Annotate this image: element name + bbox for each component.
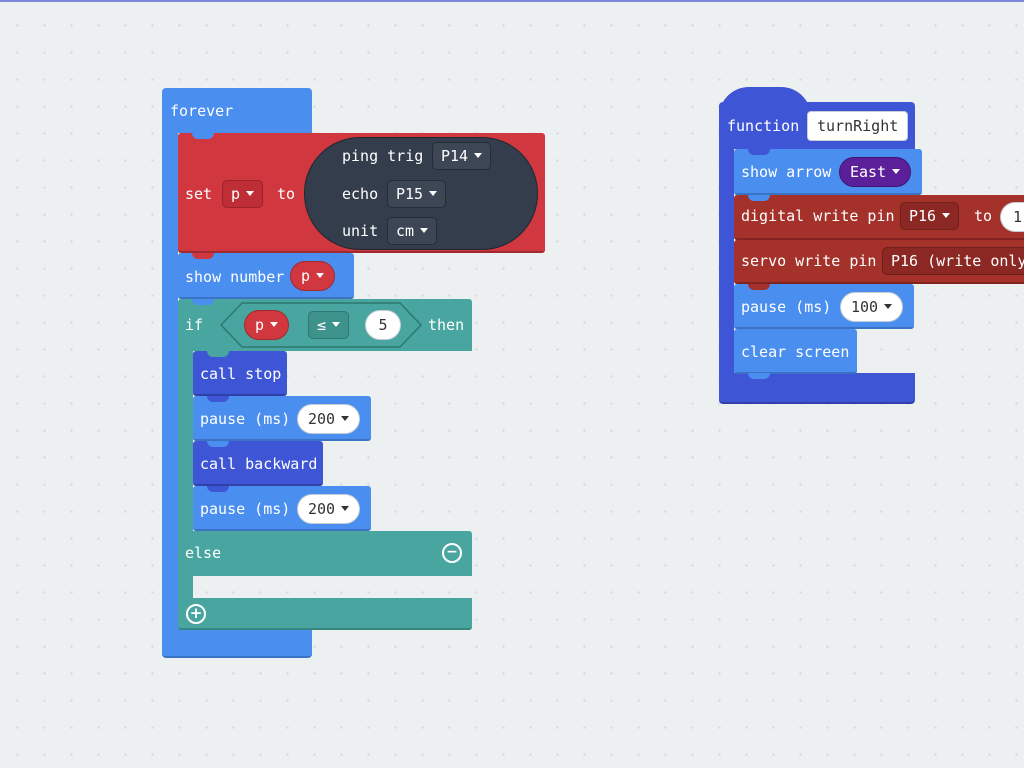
pause-1-notch xyxy=(207,396,229,402)
servo-pin-dropdown[interactable]: P16 (write only) xyxy=(882,247,1024,275)
call-stop-label: call stop xyxy=(200,365,282,383)
chevron-down-icon xyxy=(420,228,429,233)
else-section[interactable] xyxy=(178,531,472,576)
forever-label: forever xyxy=(170,102,234,120)
call-backward-label: call backward xyxy=(200,455,318,473)
to-label: to xyxy=(277,185,296,203)
show-arrow-notch xyxy=(748,149,770,155)
operator-value: ≤ xyxy=(317,316,327,334)
function-hat-cap xyxy=(719,87,811,117)
pause-2-notch xyxy=(207,486,229,492)
echo-pin-dropdown[interactable]: P15 xyxy=(387,180,447,208)
if-arm xyxy=(178,351,193,531)
clear-screen-block[interactable] xyxy=(734,329,857,374)
variable-name: p xyxy=(231,185,241,203)
unit-label: unit xyxy=(342,222,379,240)
chevron-down-icon xyxy=(270,322,279,327)
function-label: function xyxy=(727,117,800,135)
number-value: 5 xyxy=(378,316,388,334)
pause-2-value-dropdown[interactable]: 200 xyxy=(297,494,361,524)
digital-pin-value: P16 xyxy=(909,207,937,225)
chevron-down-icon xyxy=(341,506,350,511)
pause-1-value-dropdown[interactable]: 200 xyxy=(297,404,361,434)
arrow-direction-value: East xyxy=(850,163,887,181)
chevron-down-icon xyxy=(429,191,438,196)
number-value: 200 xyxy=(308,410,336,428)
number-value: 100 xyxy=(851,298,879,316)
digital-to-label: to xyxy=(974,207,993,225)
show-number-notch xyxy=(192,253,214,259)
call-backward-block[interactable] xyxy=(193,441,323,486)
digital-pin-dropdown[interactable]: P16 xyxy=(900,202,960,230)
remove-else-icon[interactable]: − xyxy=(442,543,462,563)
condition-right-operand[interactable]: 5 xyxy=(365,310,401,340)
call-backward-notch xyxy=(207,441,229,447)
variable-name: p xyxy=(301,267,311,285)
if-label: if xyxy=(185,316,204,334)
echo-label: echo xyxy=(342,185,379,203)
forever-bottom xyxy=(162,626,312,658)
trig-pin-dropdown[interactable]: P14 xyxy=(432,142,492,170)
function-bottom xyxy=(719,373,915,404)
if-block-bottom xyxy=(178,598,472,630)
function-name-value: turnRight xyxy=(817,117,899,135)
workspace-top-border xyxy=(0,0,1024,2)
digital-value-field[interactable]: 1 xyxy=(1000,202,1024,232)
else-empty-slot xyxy=(193,576,233,584)
servo-write-label: servo write pin xyxy=(741,252,877,270)
unit-value: cm xyxy=(396,222,415,240)
condition-left-operand[interactable]: p xyxy=(244,310,290,340)
chevron-down-icon xyxy=(942,213,951,218)
operator-dropdown[interactable]: ≤ xyxy=(308,311,350,339)
pause-3-value-dropdown[interactable]: 100 xyxy=(840,292,904,322)
else-arm xyxy=(178,576,193,600)
add-else-if-icon[interactable]: + xyxy=(186,604,206,624)
chevron-down-icon xyxy=(246,191,255,196)
echo-pin-value: P15 xyxy=(396,185,424,203)
chevron-down-icon xyxy=(892,169,901,174)
arrow-direction-dropdown[interactable]: East xyxy=(839,157,912,187)
set-label: set xyxy=(185,185,213,203)
pause-3-label: pause (ms) xyxy=(741,298,832,316)
digital-write-block[interactable] xyxy=(734,195,1024,240)
chevron-down-icon xyxy=(316,273,325,278)
show-arrow-label: show arrow xyxy=(741,163,832,181)
unit-dropdown[interactable]: cm xyxy=(387,217,438,245)
call-stop-block[interactable] xyxy=(193,351,287,396)
then-label: then xyxy=(428,316,465,334)
function-arm xyxy=(719,149,734,379)
set-block-notch xyxy=(192,133,214,139)
number-value: 200 xyxy=(308,500,336,518)
number-value: 1 xyxy=(1013,208,1023,226)
pause-3-notch xyxy=(748,284,770,290)
forever-arm xyxy=(162,130,178,630)
pause-2-label: pause (ms) xyxy=(200,500,291,518)
variable-dropdown-p[interactable]: p xyxy=(222,180,264,208)
pause-1-label: pause (ms) xyxy=(200,410,291,428)
chevron-down-icon xyxy=(341,416,350,421)
show-number-label: show number xyxy=(185,268,285,286)
trig-pin-value: P14 xyxy=(441,147,469,165)
forever-block[interactable] xyxy=(162,88,312,133)
variable-reporter-p[interactable]: p xyxy=(290,261,336,291)
servo-write-notch xyxy=(748,240,770,246)
clear-screen-label: clear screen xyxy=(741,343,850,361)
variable-name: p xyxy=(255,316,265,334)
chevron-down-icon xyxy=(884,304,893,309)
ping-trig-label: ping trig xyxy=(342,147,424,165)
servo-pin-value: P16 (write only) xyxy=(891,252,1024,270)
chevron-down-icon xyxy=(474,153,483,158)
call-stop-notch xyxy=(207,351,229,357)
digital-write-notch xyxy=(748,195,770,201)
chevron-down-icon xyxy=(332,322,341,327)
clear-screen-bottom-tab xyxy=(748,373,770,379)
clear-screen-notch xyxy=(748,329,770,335)
function-name-field[interactable]: turnRight xyxy=(807,111,908,141)
digital-write-label: digital write pin xyxy=(741,207,895,225)
else-label: else xyxy=(185,544,222,562)
if-block-notch xyxy=(192,299,214,305)
